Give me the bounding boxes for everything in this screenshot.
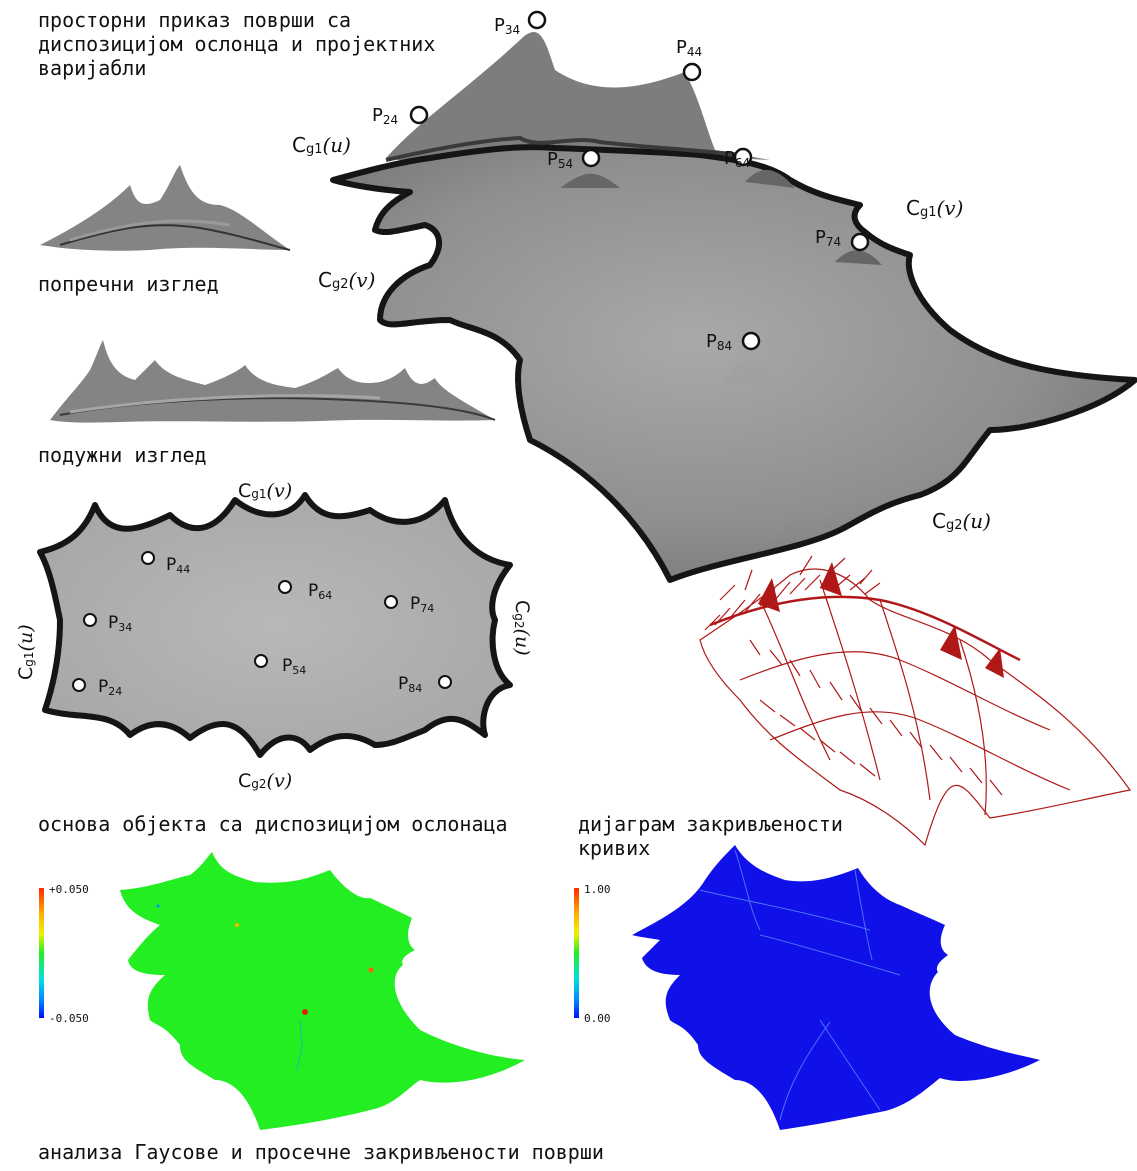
plan-label-cg1u: Cg1(u) (15, 624, 37, 680)
plan-label-cg2v: Cg2(v) (238, 770, 292, 792)
caption-spatial-view: просторни приказ површи са диспозицијом … (38, 8, 436, 80)
surface-back-panel (386, 31, 770, 165)
caption-cross-view: попречни изглед (38, 272, 219, 296)
plan-marker-p84 (438, 675, 452, 689)
mean-surface (632, 845, 1040, 1130)
plan-label-p74: P74 (410, 594, 434, 615)
peak-p74-shading (835, 250, 882, 265)
surface-ridge-curve (385, 135, 741, 162)
caption-curvature-diagram: дијаграм закривљености кривих (578, 812, 843, 860)
longitudinal-view (50, 340, 496, 423)
plan-label-cg1v: Cg1(v) (238, 480, 292, 502)
plan-label-p64: P64 (308, 581, 332, 602)
caption-plan-view: основа објекта са диспозицијом ослонаца (38, 812, 508, 836)
plan-marker-p34 (83, 613, 97, 627)
label-curve-cg1u-spatial: Cg1(u) (292, 133, 351, 157)
point-marker-p24 (409, 105, 429, 125)
point-marker-p74 (850, 232, 870, 252)
peak-p84-shading (720, 360, 780, 392)
gauss-legend-bar (39, 888, 44, 1018)
mean-legend-max: 1.00 (584, 883, 611, 896)
label-curve-cg1v-spatial: Cg1(v) (906, 196, 963, 220)
plan-marker-p74 (384, 595, 398, 609)
label-p84: P84 (706, 331, 732, 353)
label-p34: P34 (494, 15, 520, 37)
gauss-legend-max: +0.050 (49, 883, 89, 896)
plan-label-p54: P54 (282, 656, 306, 677)
spatial-surface-view (330, 31, 1137, 583)
label-curve-cg2u-spatial: Cg2(u) (932, 509, 991, 533)
peak-p54-shading (560, 173, 620, 188)
point-marker-p44 (682, 62, 702, 82)
mean-legend-min: 0.00 (584, 1012, 611, 1025)
plan-label-p24: P24 (98, 677, 122, 698)
plan-marker-p54 (254, 654, 268, 668)
plan-view (37, 492, 513, 758)
plan-marker-p24 (72, 678, 86, 692)
point-marker-p64 (733, 147, 753, 167)
peak-p64-shading (745, 169, 795, 188)
plan-label-p84: P84 (398, 674, 422, 695)
cross-section-view (40, 165, 291, 251)
label-p24: P24 (372, 105, 398, 127)
point-marker-p34 (527, 10, 547, 30)
gauss-legend-min: -0.050 (49, 1012, 89, 1025)
curvature-comb-diagram (699, 555, 1132, 847)
label-p74: P74 (815, 227, 841, 249)
plan-outline (37, 492, 513, 758)
gauss-surface (120, 852, 525, 1130)
caption-longitudinal-view: подужни изглед (38, 443, 207, 467)
label-p44: P44 (676, 37, 702, 59)
label-p64: P64 (724, 148, 750, 170)
mean-legend-bar (574, 888, 579, 1018)
point-marker-p54 (581, 148, 601, 168)
caption-curvature-analysis: анализа Гаусове и просечне закривљености… (38, 1140, 604, 1164)
surface-membrane (330, 144, 1137, 583)
plan-marker-p44 (141, 551, 155, 565)
plan-label-p44: P44 (166, 555, 190, 576)
gauss-legend: +0.050 -0.050 (39, 883, 89, 1025)
label-p54: P54 (547, 149, 573, 171)
plan-label-cg2u: Cg2(u) (511, 600, 533, 656)
plan-marker-p64 (278, 580, 292, 594)
label-curve-cg2v-spatial: Cg2(v) (318, 268, 375, 292)
mean-legend: 1.00 0.00 (574, 883, 611, 1025)
spatial-control-points (409, 10, 870, 351)
curvature-comb-peaks (758, 562, 1004, 678)
point-marker-p84 (741, 331, 761, 351)
plan-label-p34: P34 (108, 613, 132, 634)
plan-control-points (72, 551, 452, 692)
